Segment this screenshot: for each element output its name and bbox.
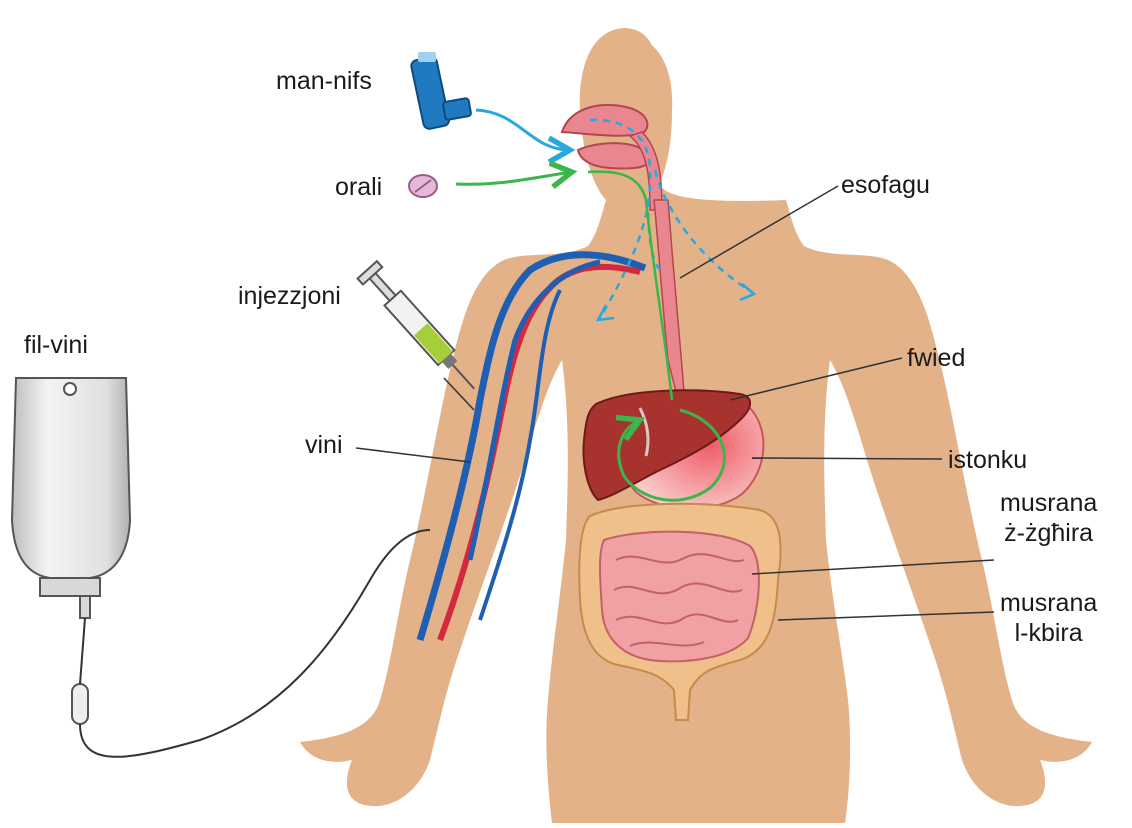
label-liver: fwied xyxy=(907,343,965,373)
inhaler-icon xyxy=(410,52,471,130)
label-stomach: istonku xyxy=(948,445,1027,475)
label-large-intestine: musrana l-kbira xyxy=(1000,588,1097,648)
label-small-intestine: musrana ż-żgħira xyxy=(1000,488,1097,548)
pill-icon xyxy=(409,175,437,197)
label-intravenous: fil-vini xyxy=(24,330,88,360)
small-intestine xyxy=(600,532,759,662)
label-vein: vini xyxy=(305,430,343,460)
inhaler-route-arrow xyxy=(476,110,570,150)
stomach-leader xyxy=(752,458,942,459)
label-oral: orali xyxy=(335,172,382,202)
iv-bag-icon xyxy=(12,378,130,724)
label-injection: injezzjoni xyxy=(238,281,341,311)
oral-route-arrow xyxy=(456,172,572,184)
label-inhaler: man-nifs xyxy=(276,66,372,96)
label-esophagus: esofagu xyxy=(841,170,930,200)
